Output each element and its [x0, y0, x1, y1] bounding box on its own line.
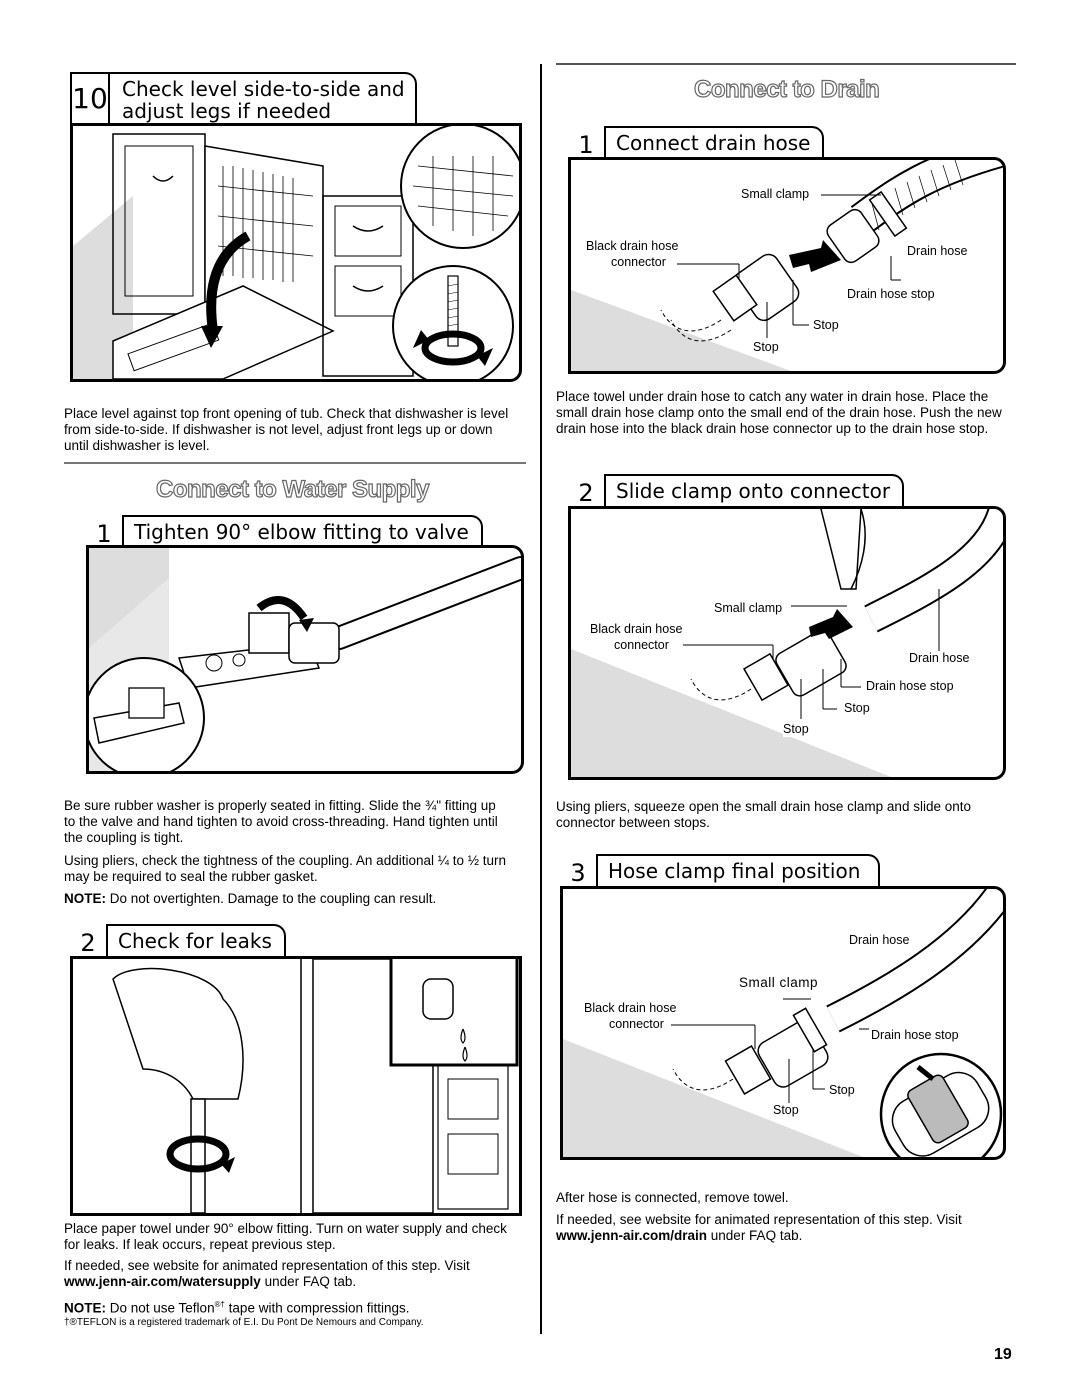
page-number: 19	[994, 1346, 1012, 1363]
water-step-1-text2: Using pliers, check the tightness of the…	[64, 853, 507, 884]
step-10-number: 10	[70, 72, 108, 126]
left-section-rule	[64, 462, 526, 464]
d3-drain-hose-label: Drain hose	[849, 933, 910, 948]
drain-step-3-header: 3 Hose clamp final position	[560, 854, 881, 892]
top-right-rule	[556, 63, 1016, 65]
drain-step-1-text: Place towel under drain hose to catch an…	[556, 389, 1002, 436]
d1-small-clamp-label: Small clamp	[741, 187, 810, 202]
step-10-header: 10 Check level side-to-side and adjust l…	[70, 72, 417, 126]
water-step-1-note: NOTE: Do not overtighten. Damage to the …	[64, 891, 514, 907]
water-step-2-note-text: Do not use Teflon	[106, 1300, 215, 1316]
drain-step-3-illustration: Drain hose Small clamp Black drain hose …	[560, 886, 1006, 1160]
step-10-illustration	[70, 123, 522, 382]
water-step-2-title: Check for leaks	[106, 924, 286, 962]
d2-black-connector-label-2: connector	[614, 638, 669, 653]
drain-step-2-illustration: Small clamp Black drain hose connector D…	[568, 506, 1006, 780]
water-step-2-note: NOTE: Do not use Teflon®† tape with comp…	[64, 1297, 514, 1317]
d1-drain-hose-stop-label: Drain hose stop	[847, 287, 935, 302]
drain-step-3-number: 3	[570, 859, 586, 887]
drain-link[interactable]: www.jenn-air.com/drain	[556, 1228, 708, 1243]
dishwasher-level-drawing	[73, 126, 519, 379]
step-10-text: Place level against top front opening of…	[64, 406, 509, 453]
drain-step-1-illustration: Small clamp Black drain hose connector D…	[568, 157, 1006, 374]
d3-black-connector-label-1: Black drain hose	[584, 1001, 677, 1016]
water-step-1-illustration	[86, 545, 524, 774]
d1-drain-hose-label: Drain hose	[907, 244, 968, 259]
water-step-1-note-label: NOTE:	[64, 891, 106, 906]
water-supply-section-title: Connect to Water Supply	[155, 475, 430, 503]
drain-step-2-header: 2 Slide clamp onto connector	[568, 474, 905, 512]
water-step-2-note-label: NOTE:	[64, 1300, 106, 1316]
water-step-2-text2: If needed, see website for animated repr…	[64, 1258, 514, 1290]
d2-small-clamp-label: Small clamp	[714, 601, 783, 616]
drain-step-3-text2-post: under FAQ tab.	[707, 1228, 803, 1243]
water-step-2-number: 2	[80, 929, 96, 957]
drain-step-3-text1: After hose is connected, remove towel.	[556, 1190, 789, 1205]
drain-step-3-text2-pre: If needed, see website for animated repr…	[556, 1212, 962, 1227]
step-10-title-line1: Check level side-to-side and	[122, 77, 405, 101]
drain-step-2-text: Using pliers, squeeze open the small dra…	[556, 799, 971, 830]
water-step-2-text2-post: under FAQ tab.	[260, 1274, 357, 1289]
d2-black-connector-label-1: Black drain hose	[590, 622, 683, 637]
d3-small-clamp-label: Small clamp	[739, 975, 819, 990]
drain-step-3-title: Hose clamp final position	[596, 854, 881, 892]
water-step-2-illustration	[70, 956, 522, 1216]
elbow-fitting-drawing	[89, 548, 521, 771]
d2-stop-a-label: Stop	[844, 701, 870, 716]
drain-step-3-text2: If needed, see website for animated repr…	[556, 1212, 1011, 1244]
column-divider	[540, 64, 542, 1334]
water-step-1-text1: Be sure rubber washer is properly seated…	[64, 798, 498, 845]
water-step-2-text2-pre: If needed, see website for animated repr…	[64, 1258, 470, 1273]
teflon-footnote: †®TEFLON is a registered trademark of E.…	[64, 1317, 424, 1328]
water-step-1-number: 1	[96, 520, 112, 548]
d2-stop-b-label: Stop	[783, 722, 809, 737]
water-supply-link[interactable]: www.jenn-air.com/watersupply	[64, 1274, 261, 1289]
water-step-2-note-sup: ®†	[214, 1300, 225, 1309]
step-10-title: Check level side-to-side and adjust legs…	[108, 72, 417, 126]
d1-stop-b-label: Stop	[753, 340, 779, 355]
d2-drain-hose-label: Drain hose	[909, 651, 970, 666]
water-step-1-note-text: Do not overtighten. Damage to the coupli…	[106, 891, 437, 906]
step-10-title-line2: adjust legs if needed	[122, 99, 332, 123]
d1-black-connector-label-1: Black drain hose	[586, 239, 679, 254]
d1-black-connector-label-2: connector	[611, 255, 666, 270]
d3-drain-hose-stop-label: Drain hose stop	[871, 1028, 959, 1043]
slide-clamp-drawing	[571, 509, 1003, 777]
d3-stop-a-label: Stop	[829, 1083, 855, 1098]
drain-step-2-number: 2	[578, 479, 594, 507]
d3-black-connector-label-2: connector	[609, 1017, 664, 1032]
drain-section-title: Connect to Drain	[693, 75, 880, 103]
water-step-2-note-end: tape with compression fittings.	[224, 1300, 410, 1316]
d3-stop-b-label: Stop	[773, 1103, 799, 1118]
d2-drain-hose-stop-label: Drain hose stop	[866, 679, 954, 694]
drain-step-2-title: Slide clamp onto connector	[604, 474, 905, 512]
final-clamp-drawing	[563, 889, 1003, 1157]
drain-step-1-number: 1	[578, 131, 594, 159]
water-step-2-header: 2 Check for leaks	[70, 924, 286, 962]
leak-check-drawing	[112, 959, 519, 1213]
d1-stop-a-label: Stop	[813, 318, 839, 333]
drain-hose-connect-drawing	[571, 160, 1003, 371]
water-step-2-text1: Place paper towel under 90° elbow fittin…	[64, 1221, 507, 1252]
